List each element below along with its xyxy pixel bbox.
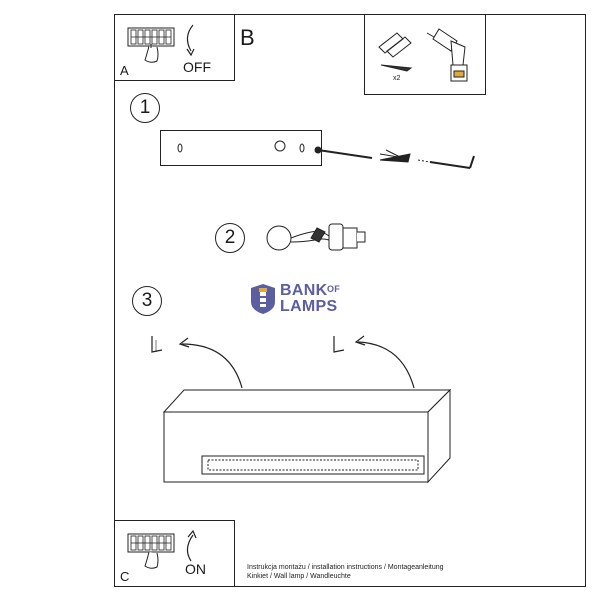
footer-line-2: Kinkiet / Wall lamp / Wandleuchte [247, 573, 351, 580]
fuse-switch-icon [127, 27, 175, 63]
drill-icon [426, 28, 468, 82]
section-c-box: C ON [114, 520, 235, 587]
footer-line-1: Instrukcja montażu / installation instru… [247, 564, 444, 571]
step-number-2: 2 [215, 223, 245, 253]
wall-plug-screws-icon [378, 32, 413, 72]
section-a-label: A [120, 63, 129, 78]
fuse-switch-icon [127, 533, 175, 569]
step-number-3: 3 [132, 286, 162, 316]
logo-text-lamps: LAMPS [280, 298, 338, 315]
bank-of-lamps-lighthouse-logo [251, 284, 275, 314]
section-c-label: C [120, 569, 130, 584]
section-b-label: B [240, 25, 255, 50]
hook-arrow-right-icon [333, 335, 415, 389]
quantity-label: x2 [393, 75, 401, 82]
footer-text: Instrukcja montażu / installation instru… [247, 563, 444, 581]
logo-text-bank: BANK [280, 282, 328, 299]
on-state-label: ON [185, 561, 206, 577]
mounting-bracket [160, 130, 322, 166]
section-a-box: A OFF [114, 14, 235, 81]
screw-dowel-assembly-icon [314, 146, 475, 169]
switch-down-arrow-icon [186, 24, 195, 57]
switch-up-arrow-icon [186, 529, 197, 562]
hook-arrow-left-icon [151, 336, 243, 389]
logo-text-of: OF [327, 284, 341, 294]
off-state-label: OFF [183, 59, 211, 75]
wiring-socket-icon [266, 223, 366, 251]
wall-lamp-body [162, 388, 452, 484]
bracket-mounting-holes [177, 140, 305, 153]
step-number-1: 1 [130, 93, 160, 123]
instruction-sheet-frame [114, 14, 586, 587]
tools-box: x2 [364, 14, 486, 95]
